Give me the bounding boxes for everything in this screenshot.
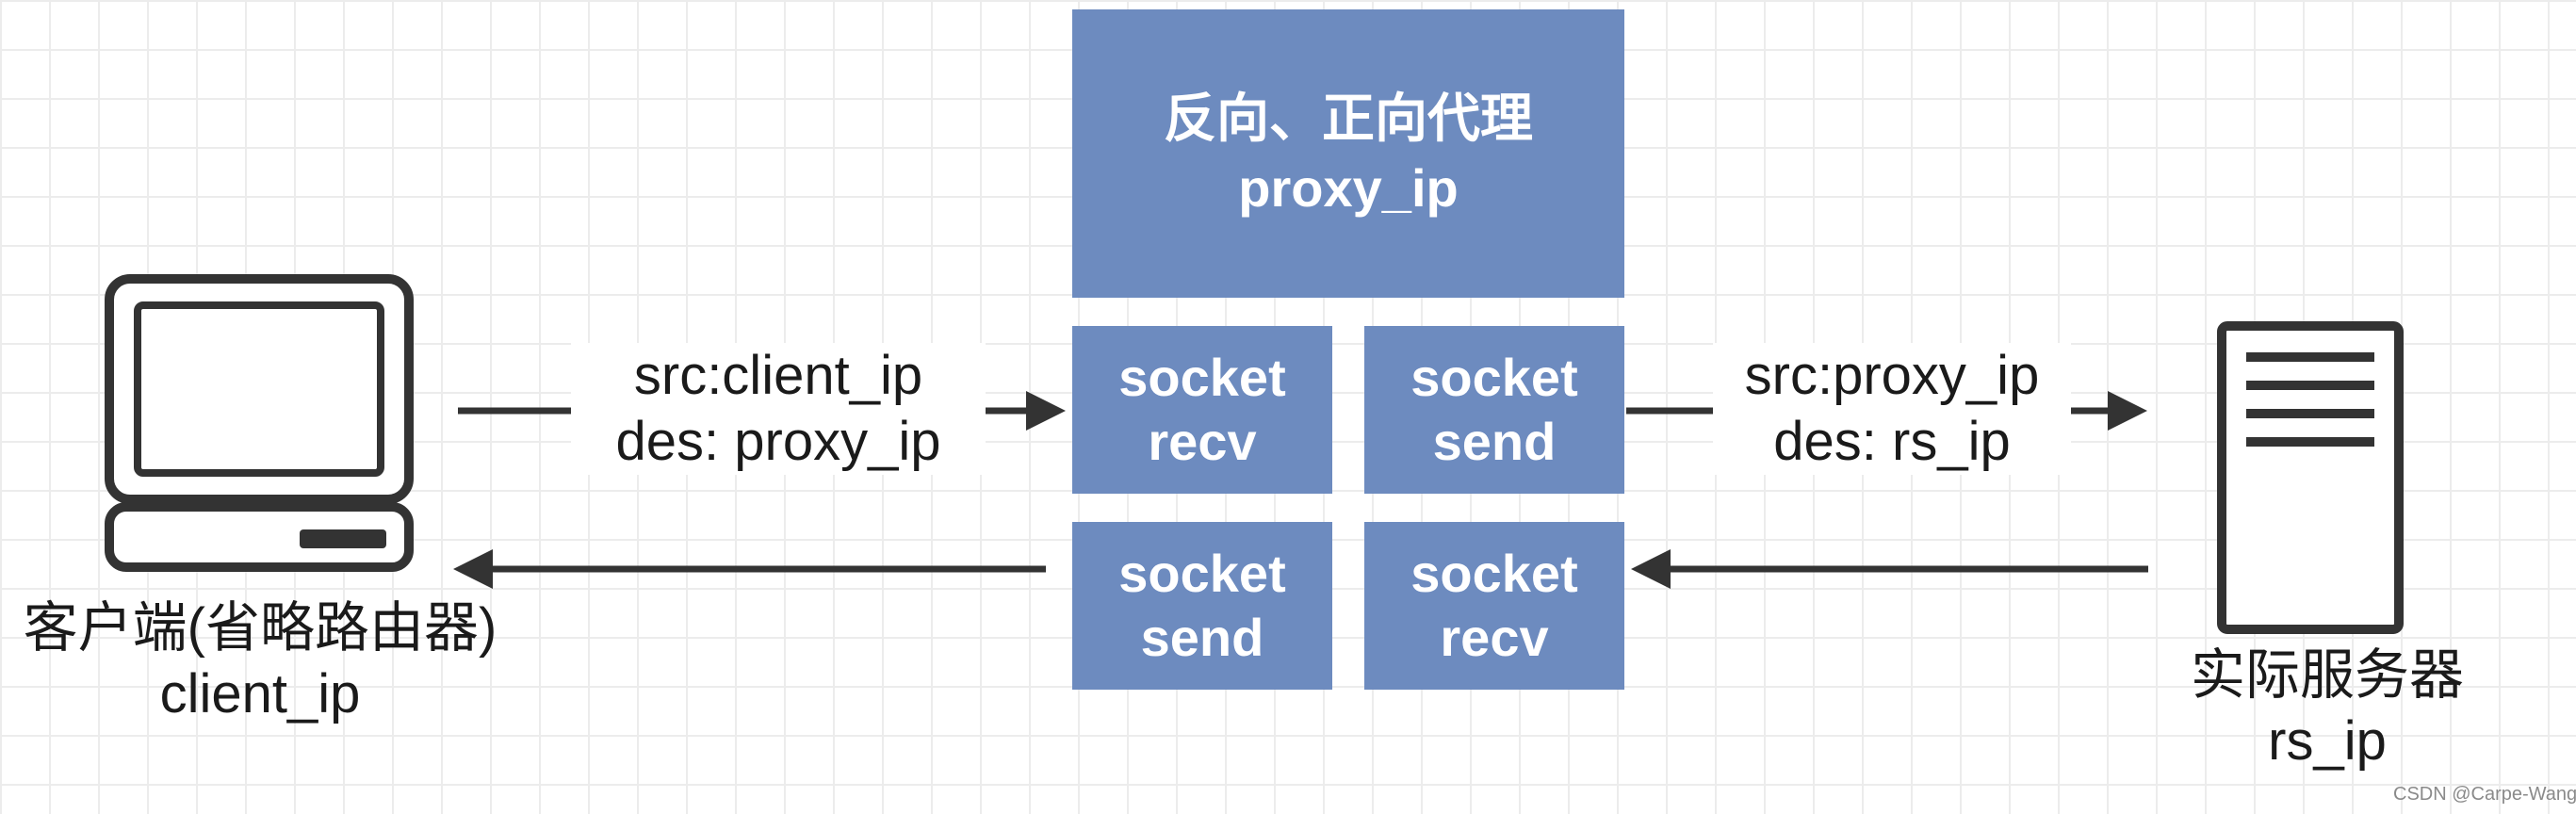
dest-address: des: proxy_ip <box>615 411 941 472</box>
proxy-title: 反向、正向代理 <box>1164 89 1533 148</box>
proxy-box: 反向、正向代理 proxy_ip <box>1072 9 1624 298</box>
proxy-ip: proxy_ip <box>1238 158 1459 218</box>
server-icon <box>2217 321 2404 634</box>
desktop-computer-icon <box>105 274 414 572</box>
socket-recv-inbound: socket recv <box>1072 326 1332 494</box>
server-name: 实际服务器 <box>2190 644 2464 706</box>
client-ip: client_ip <box>159 663 361 724</box>
src-address: src:proxy_ip <box>1744 345 2040 406</box>
socket-send-outbound: socket send <box>1364 326 1624 494</box>
dest-address: des: rs_ip <box>1773 411 2011 472</box>
server-ip: rs_ip <box>2268 710 2387 772</box>
client-name: 客户端(省略路由器) <box>23 597 497 659</box>
socket-label: socket <box>1118 348 1286 407</box>
client-label: 客户端(省略路由器) client_ip <box>0 595 520 727</box>
socket-op: recv <box>1440 608 1549 667</box>
server-label: 实际服务器 rs_ip <box>2148 643 2506 774</box>
socket-label: socket <box>1410 348 1578 407</box>
request-header-right: src:proxy_ip des: rs_ip <box>1713 343 2071 475</box>
watermark: CSDN @Carpe-Wang <box>2393 784 2576 805</box>
src-address: src:client_ip <box>633 345 923 406</box>
socket-label: socket <box>1118 544 1286 603</box>
socket-op: send <box>1432 412 1557 471</box>
socket-recv-return: socket recv <box>1364 522 1624 690</box>
socket-label: socket <box>1410 544 1578 603</box>
socket-send-return: socket send <box>1072 522 1332 690</box>
socket-op: recv <box>1148 412 1257 471</box>
socket-op: send <box>1140 608 1264 667</box>
request-header-left: src:client_ip des: proxy_ip <box>571 343 986 475</box>
